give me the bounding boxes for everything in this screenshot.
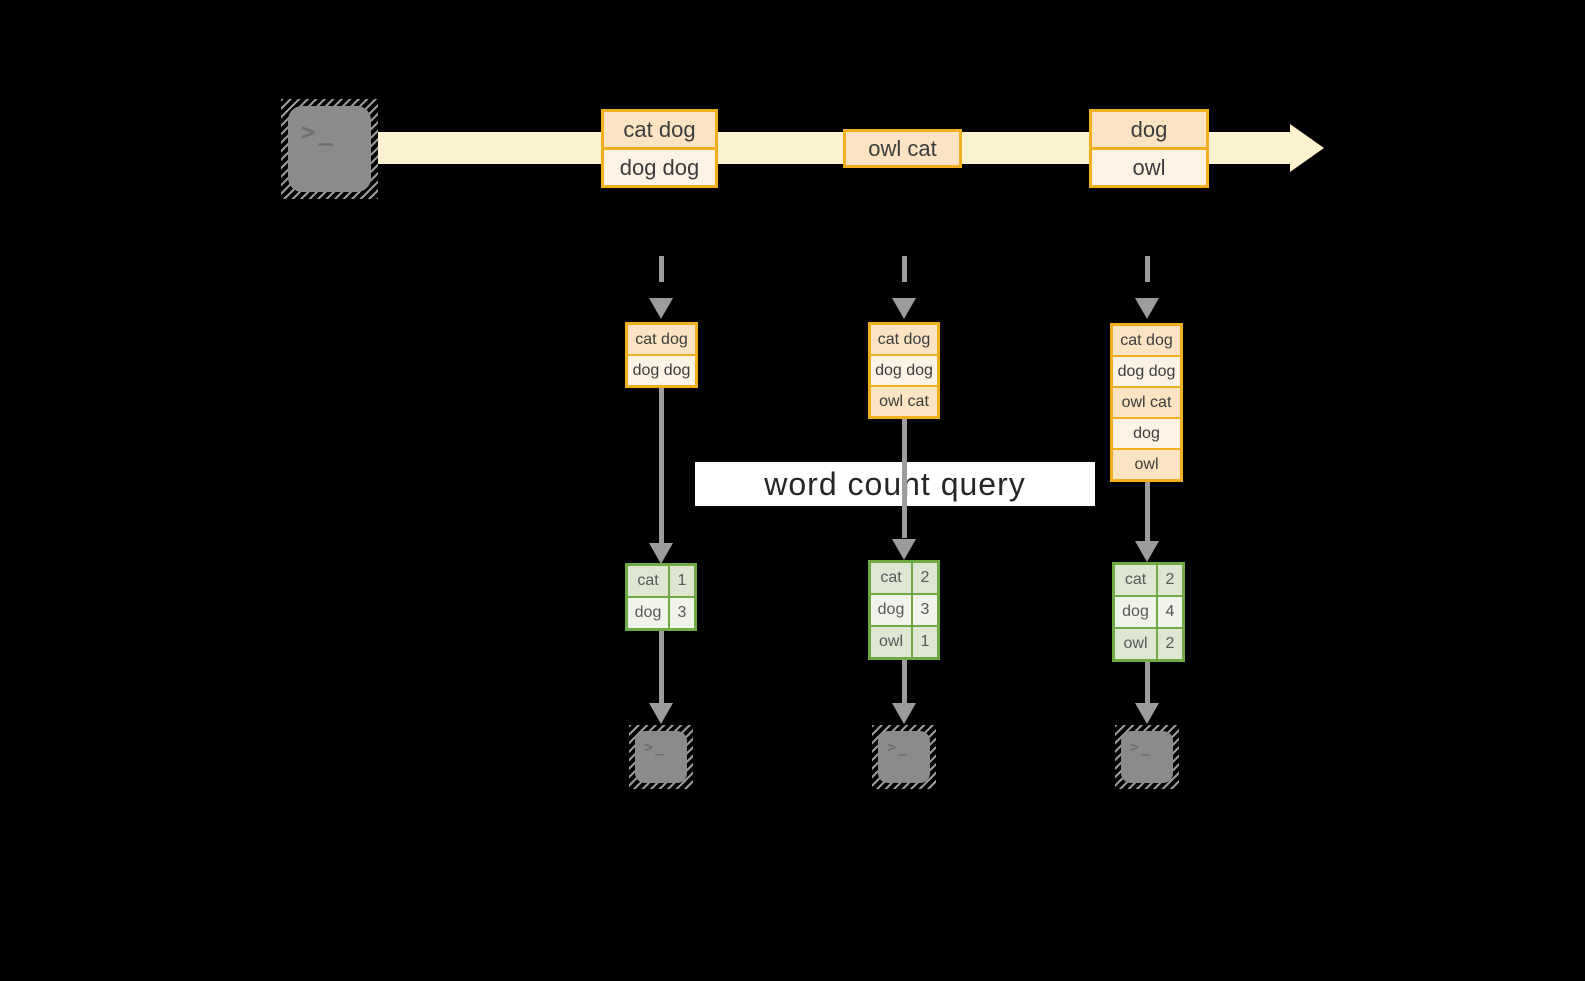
query-banner-label: word count query — [764, 465, 1026, 502]
event-record: dog — [1092, 112, 1206, 147]
count-cell: 2 — [1158, 629, 1182, 659]
word-cell: owl — [871, 627, 911, 657]
count-cell: 4 — [1158, 597, 1182, 627]
count-cell: 1 — [913, 627, 937, 657]
terminal-screen: >_ — [1121, 731, 1173, 783]
count-cell: 3 — [913, 595, 937, 625]
word-cell: cat — [1115, 565, 1156, 595]
stream-arrow-head-icon — [1290, 124, 1324, 172]
stack-record: owl — [1113, 450, 1180, 479]
sink-arrow-head-icon — [892, 703, 916, 724]
dashed-arrow-head-icon — [892, 298, 916, 319]
query-arrow-stem — [659, 386, 664, 544]
sink-terminal-icon: >_ — [1115, 725, 1179, 789]
table-row: dog 4 — [1115, 597, 1182, 627]
query-arrow-head-icon — [649, 543, 673, 564]
query-arrow-head-icon — [892, 539, 916, 560]
event-record: dog dog — [604, 150, 715, 185]
stack-record: dog dog — [871, 356, 937, 385]
dashed-arrow-stem — [902, 256, 907, 294]
stack-record: dog dog — [628, 356, 695, 385]
count-cell: 1 — [670, 566, 694, 596]
terminal-prompt-glyph: >_ — [887, 738, 910, 756]
word-cell: dog — [628, 598, 668, 628]
table-row: owl 2 — [1115, 629, 1182, 659]
stack-record: owl cat — [1113, 388, 1180, 417]
sink-arrow-head-icon — [1135, 703, 1159, 724]
sink-arrow-stem — [1145, 662, 1150, 703]
sink-terminal-icon: >_ — [872, 725, 936, 789]
stack-record: cat dog — [871, 325, 937, 354]
table-row: cat 2 — [871, 563, 937, 593]
stack-record: cat dog — [628, 325, 695, 354]
count-cell: 2 — [1158, 565, 1182, 595]
table-row: cat 1 — [628, 566, 694, 596]
count-table-2: cat 2 dog 3 owl 1 — [868, 560, 940, 660]
word-cell: cat — [628, 566, 668, 596]
word-cell: owl — [1115, 629, 1156, 659]
source-terminal-icon: >_ — [281, 99, 378, 199]
word-cell: dog — [871, 595, 911, 625]
stack-record: cat dog — [1113, 326, 1180, 355]
table-row: dog 3 — [871, 595, 937, 625]
word-cell: cat — [871, 563, 911, 593]
record-stack-1: cat dog dog dog — [625, 322, 698, 388]
count-table-3: cat 2 dog 4 owl 2 — [1112, 562, 1185, 662]
event-record: cat dog — [604, 112, 715, 147]
query-arrow-stem — [1145, 480, 1150, 542]
stack-record: dog dog — [1113, 357, 1180, 386]
terminal-screen: >_ — [288, 106, 371, 192]
count-cell: 3 — [670, 598, 694, 628]
dashed-arrow-head-icon — [649, 298, 673, 319]
table-row: cat 2 — [1115, 565, 1182, 595]
event-record: owl cat — [846, 132, 959, 165]
query-arrow-head-icon — [1135, 541, 1159, 562]
stack-record: dog — [1113, 419, 1180, 448]
terminal-screen: >_ — [635, 731, 687, 783]
query-banner: word count query — [695, 462, 1095, 506]
terminal-prompt-glyph: >_ — [301, 118, 336, 146]
terminal-prompt-glyph: >_ — [1130, 738, 1153, 756]
stack-record: owl cat — [871, 387, 937, 416]
table-row: dog 3 — [628, 598, 694, 628]
dashed-arrow-head-icon — [1135, 298, 1159, 319]
event-record: owl — [1092, 150, 1206, 185]
count-table-1: cat 1 dog 3 — [625, 563, 697, 631]
terminal-screen: >_ — [878, 731, 930, 783]
count-cell: 2 — [913, 563, 937, 593]
query-arrow-stem — [902, 417, 907, 538]
stream-event-box-3: dog owl — [1089, 109, 1209, 188]
record-stack-3: cat dog dog dog owl cat dog owl — [1110, 323, 1183, 482]
table-row: owl 1 — [871, 627, 937, 657]
dashed-arrow-stem — [659, 256, 664, 294]
stream-event-box-1: cat dog dog dog — [601, 109, 718, 188]
stream-event-box-2: owl cat — [843, 129, 962, 168]
word-cell: dog — [1115, 597, 1156, 627]
record-stack-2: cat dog dog dog owl cat — [868, 322, 940, 419]
terminal-prompt-glyph: >_ — [644, 738, 667, 756]
sink-terminal-icon: >_ — [629, 725, 693, 789]
sink-arrow-stem — [659, 631, 664, 703]
dashed-arrow-stem — [1145, 256, 1150, 294]
sink-arrow-head-icon — [649, 703, 673, 724]
sink-arrow-stem — [902, 660, 907, 703]
